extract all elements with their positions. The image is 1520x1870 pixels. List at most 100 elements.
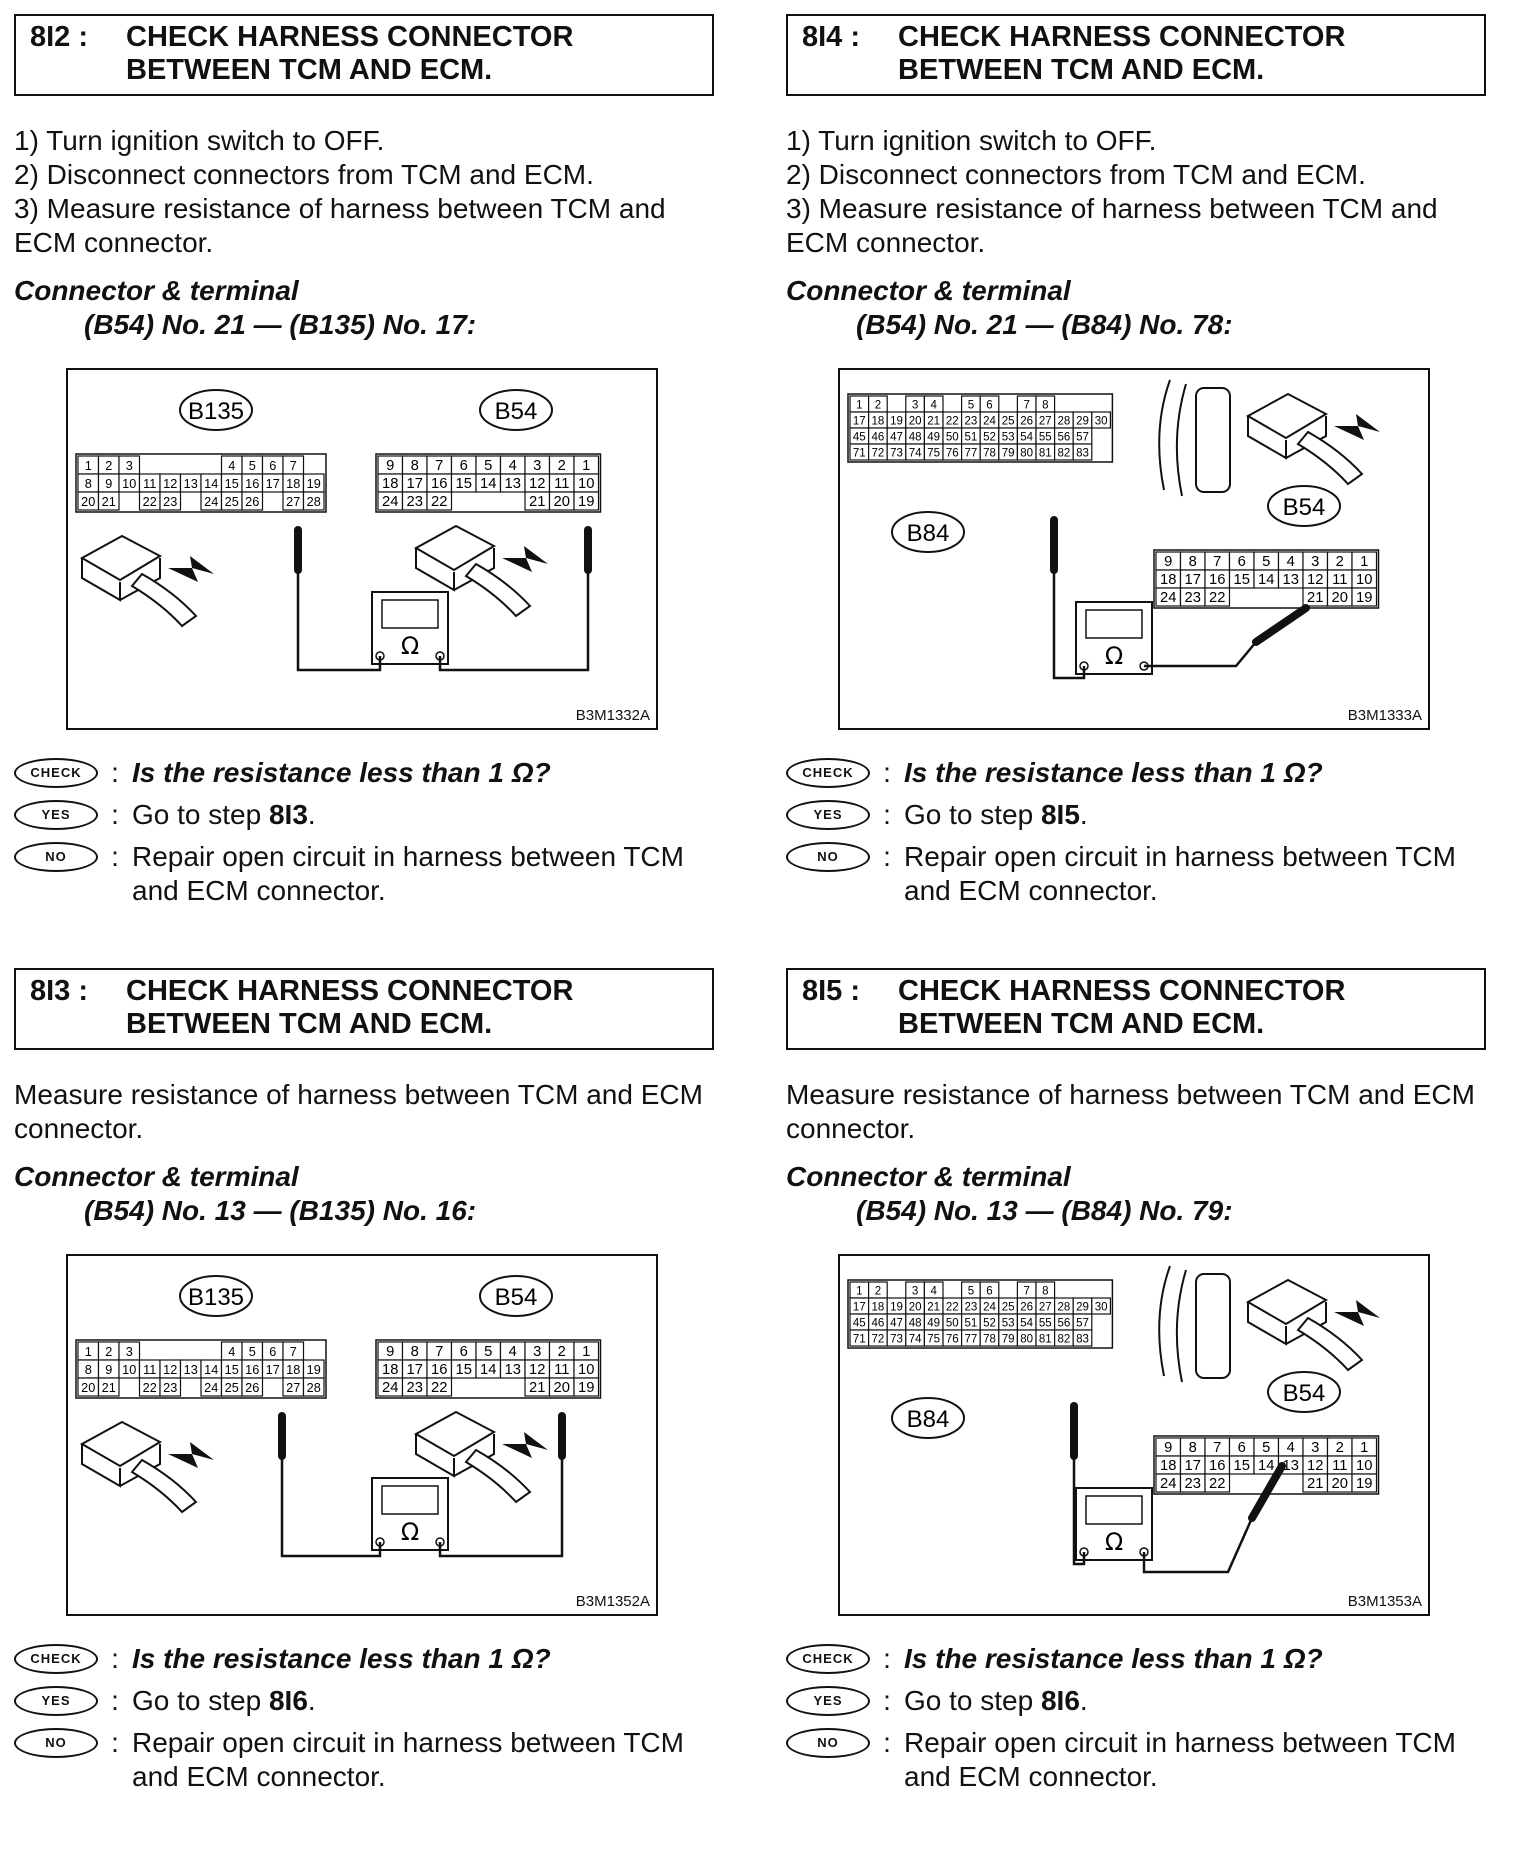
b54-pin-label: 23: [407, 1380, 423, 1396]
step-title-line-2: BETWEEN TCM AND ECM.: [126, 54, 493, 86]
b135-pin-label: 15: [225, 1362, 239, 1377]
b135-pin-label: 15: [225, 476, 239, 491]
b54-pin-label: 9: [1164, 1440, 1172, 1456]
test-lead-wire: [296, 570, 382, 672]
b135-pin-label: 6: [269, 1344, 276, 1359]
procedure-steps: 1) Turn ignition switch to OFF. 2) Disco…: [786, 124, 1486, 260]
b84-pin-label: 7: [1023, 1285, 1029, 1297]
b54-pin-label: 14: [1258, 572, 1274, 588]
b84-pin-label: 48: [909, 431, 922, 443]
b54-pin-label: 12: [1307, 572, 1323, 588]
b135-pin-label: 20: [81, 494, 95, 509]
figure-code: B3M1352A: [575, 1593, 650, 1610]
b84-pin-label: 23: [964, 1301, 977, 1313]
b84-pin-label: 50: [946, 1317, 959, 1329]
b135-pin-cell: [241, 491, 264, 511]
b84-pin-label: 5: [968, 1285, 974, 1297]
connector-terminal-values: (B54) No. 13 — (B135) No. 16:: [84, 1195, 477, 1226]
b84-pin-label: 1: [856, 1285, 862, 1297]
connector-terminal-values: (B54) No. 13 — (B84) No. 79:: [856, 1195, 1233, 1226]
b84-pin-label: 6: [986, 399, 992, 411]
ohmmeter-display: [1085, 609, 1143, 639]
b135-pin-label: 2: [105, 458, 112, 473]
b135-pin-label: 18: [286, 1362, 300, 1377]
no-answer: Repair open circuit in harness between T…: [904, 841, 1456, 906]
check-question: Is the resistance less than 1 Ω?: [904, 757, 1323, 788]
b135-pin-label: 17: [266, 476, 280, 491]
connector-label: B54: [1283, 494, 1326, 521]
harness-wire-icon: [464, 1448, 532, 1504]
b54-pin-cell: [1351, 1473, 1378, 1493]
no-badge: NO: [786, 1728, 870, 1758]
b84-pin-label: 81: [1039, 447, 1052, 459]
check-question: Is the resistance less than 1 Ω?: [132, 757, 551, 788]
step-header: 8I2 : CHECK HARNESS CONNECTOR BETWEEN TC…: [14, 14, 714, 96]
b135-pin-cell: [97, 491, 120, 511]
connector-label: B84: [907, 1406, 950, 1433]
b54-pin-label: 17: [1185, 1458, 1201, 1474]
harness-wire-icon: [464, 562, 532, 618]
test-lead-wire: [1142, 1517, 1254, 1574]
b84-pin-label: 29: [1076, 1301, 1089, 1313]
b135-pin-cell: [302, 491, 325, 511]
b135-pin-label: 4: [228, 1344, 235, 1359]
b84-pin-label: 76: [946, 1333, 959, 1345]
b54-pin-label: 17: [407, 476, 423, 492]
check-block: CHECK:Is the resistance less than 1 Ω? Y…: [786, 756, 1486, 908]
step-number: 8I2 :: [30, 21, 89, 53]
b54-pin-label: 12: [529, 1362, 545, 1378]
b54-pin-label: 8: [411, 1344, 419, 1360]
b54-pin-label: 13: [505, 476, 521, 492]
b54-pin-label: 6: [1238, 1440, 1246, 1456]
b84-pin-label: 82: [1057, 447, 1070, 459]
b84-pin-label: 2: [875, 399, 881, 411]
b84-pin-label: 72: [871, 1333, 884, 1345]
procedure-step: 2) Disconnect connectors from TCM and EC…: [14, 159, 594, 190]
b84-pin-label: 28: [1057, 1301, 1070, 1313]
b54-pin-label: 14: [1258, 1458, 1274, 1474]
b135-pin-label: 12: [163, 476, 177, 491]
connector-label-oval: [891, 511, 965, 553]
b84-pin-label: 83: [1076, 447, 1089, 459]
harness-wire-icon: [1296, 430, 1364, 486]
b84-pin-label: 4: [930, 1285, 937, 1297]
b84-pin-label: 18: [871, 1301, 884, 1313]
step-title-line-1: CHECK HARNESS CONNECTOR: [898, 975, 1346, 1007]
b54-pin-label: 16: [1209, 572, 1225, 588]
b135-pin-label: 26: [245, 494, 259, 509]
connector-terminal: Connector & terminal (B54) No. 13 — (B13…: [14, 1160, 714, 1228]
b54-pin-label: 22: [1209, 1476, 1225, 1492]
b54-pin-label: 8: [1189, 1440, 1197, 1456]
no-answer: Repair open circuit in harness between T…: [904, 1727, 1456, 1792]
b54-pin-label: 24: [382, 494, 398, 510]
b54-pin-label: 15: [1234, 1458, 1250, 1474]
insert-arrow-icon: [502, 546, 548, 572]
b84-pin-label: 46: [871, 431, 884, 443]
b84-pin-label: 24: [983, 415, 996, 427]
b84-pin-label: 19: [890, 1301, 903, 1313]
b135-housing: [75, 1339, 327, 1399]
b54-pin-cell: [1351, 587, 1378, 607]
connector-tail: [1195, 1273, 1231, 1379]
b84-pin-label: 75: [927, 447, 940, 459]
b84-pin-label: 47: [890, 431, 903, 443]
b84-pin-label: 77: [964, 447, 977, 459]
b84-pin-label: 3: [912, 1285, 918, 1297]
b135-pin-label: 27: [286, 494, 300, 509]
b54-pin-label: 7: [435, 1344, 443, 1360]
b84-pin-label: 78: [983, 447, 996, 459]
step-number: 8I5 :: [802, 975, 861, 1007]
b54-pin-cell: [1204, 587, 1231, 607]
b54-pin-label: 17: [407, 1362, 423, 1378]
check-block: CHECK:Is the resistance less than 1 Ω? Y…: [14, 756, 714, 908]
b84-pin-label: 1: [856, 399, 862, 411]
connector-label: B135: [188, 398, 244, 425]
b54-pin-label: 4: [509, 1344, 517, 1360]
b54-pin-label: 1: [582, 1344, 590, 1360]
b54-pin-label: 24: [1160, 1476, 1176, 1492]
b54-pin-cell: [573, 1377, 600, 1397]
test-lead-wire: [280, 1456, 382, 1558]
b54-pin-label: 10: [1356, 1458, 1372, 1474]
check-badge: CHECK: [786, 758, 870, 788]
